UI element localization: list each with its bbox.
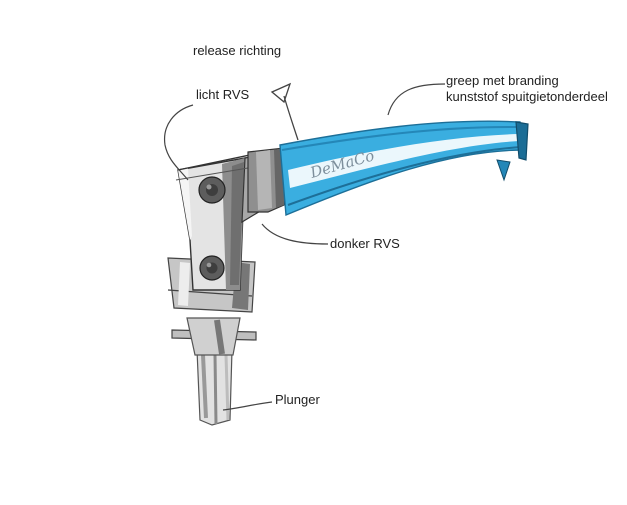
plunger-shaft bbox=[196, 349, 233, 426]
label-release-direction: release richting bbox=[193, 43, 282, 58]
leader-greep bbox=[387, 83, 446, 116]
label-dark-stainless: donker RVS bbox=[330, 236, 400, 251]
leader-lines bbox=[164, 83, 446, 411]
label-grip-line2: kunststof spuitgietonderdeel bbox=[446, 89, 608, 104]
pivot-bolts bbox=[198, 176, 226, 281]
leader-donker-rvs bbox=[261, 223, 329, 245]
release-arrow bbox=[270, 82, 299, 141]
dark-steel-connector bbox=[247, 147, 285, 213]
label-light-stainless: licht RVS bbox=[196, 87, 250, 102]
leader-plunger bbox=[222, 401, 273, 411]
blue-grip: DeMaCo bbox=[279, 120, 529, 217]
label-grip-line1: greep met branding bbox=[446, 73, 559, 88]
lower-collar bbox=[171, 317, 257, 356]
leader-licht-rvs bbox=[164, 104, 194, 181]
label-plunger: Plunger bbox=[275, 392, 320, 407]
